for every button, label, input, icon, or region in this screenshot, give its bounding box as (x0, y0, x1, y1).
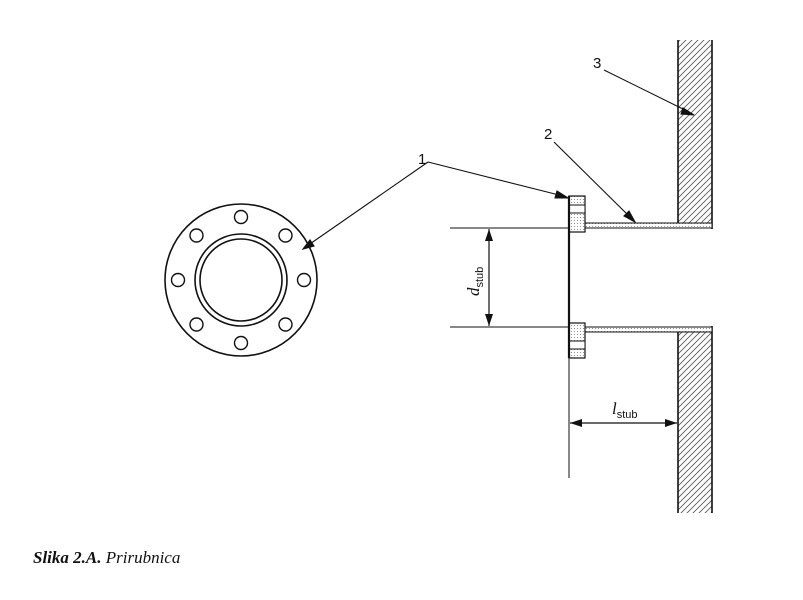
flange-side-section (567, 195, 586, 478)
flange-bore-outer (194, 233, 288, 327)
label-wall: 3 (593, 55, 601, 72)
dimension-l-stub: lstub (570, 399, 677, 427)
bolt-hole (170, 272, 186, 288)
leader-lines (301, 69, 695, 250)
flange-bore-inner (199, 238, 283, 322)
wall-section (677, 40, 713, 513)
flange-outer-ring (164, 203, 318, 357)
label-flange: 1 (418, 151, 426, 168)
flange-front-view (164, 203, 318, 357)
caption-text: Prirubnica (105, 548, 181, 567)
label-stub: 2 (544, 126, 552, 143)
stub-pipe-section (584, 222, 713, 333)
figure-caption: Slika 2.A. Prirubnica (33, 548, 180, 568)
bolt-hole (233, 209, 249, 225)
bolt-hole (189, 317, 204, 332)
bolt-hole (189, 228, 204, 243)
dimension-d-stub: dstub (450, 227, 569, 328)
caption-number: Slika 2.A. (33, 548, 102, 567)
dimension-l-label: lstub (612, 399, 638, 421)
bolt-hole (278, 317, 293, 332)
bolt-hole (278, 228, 293, 243)
bolt-hole (296, 272, 312, 288)
bolt-hole (233, 335, 249, 351)
dimension-d-label: dstub (464, 267, 486, 296)
